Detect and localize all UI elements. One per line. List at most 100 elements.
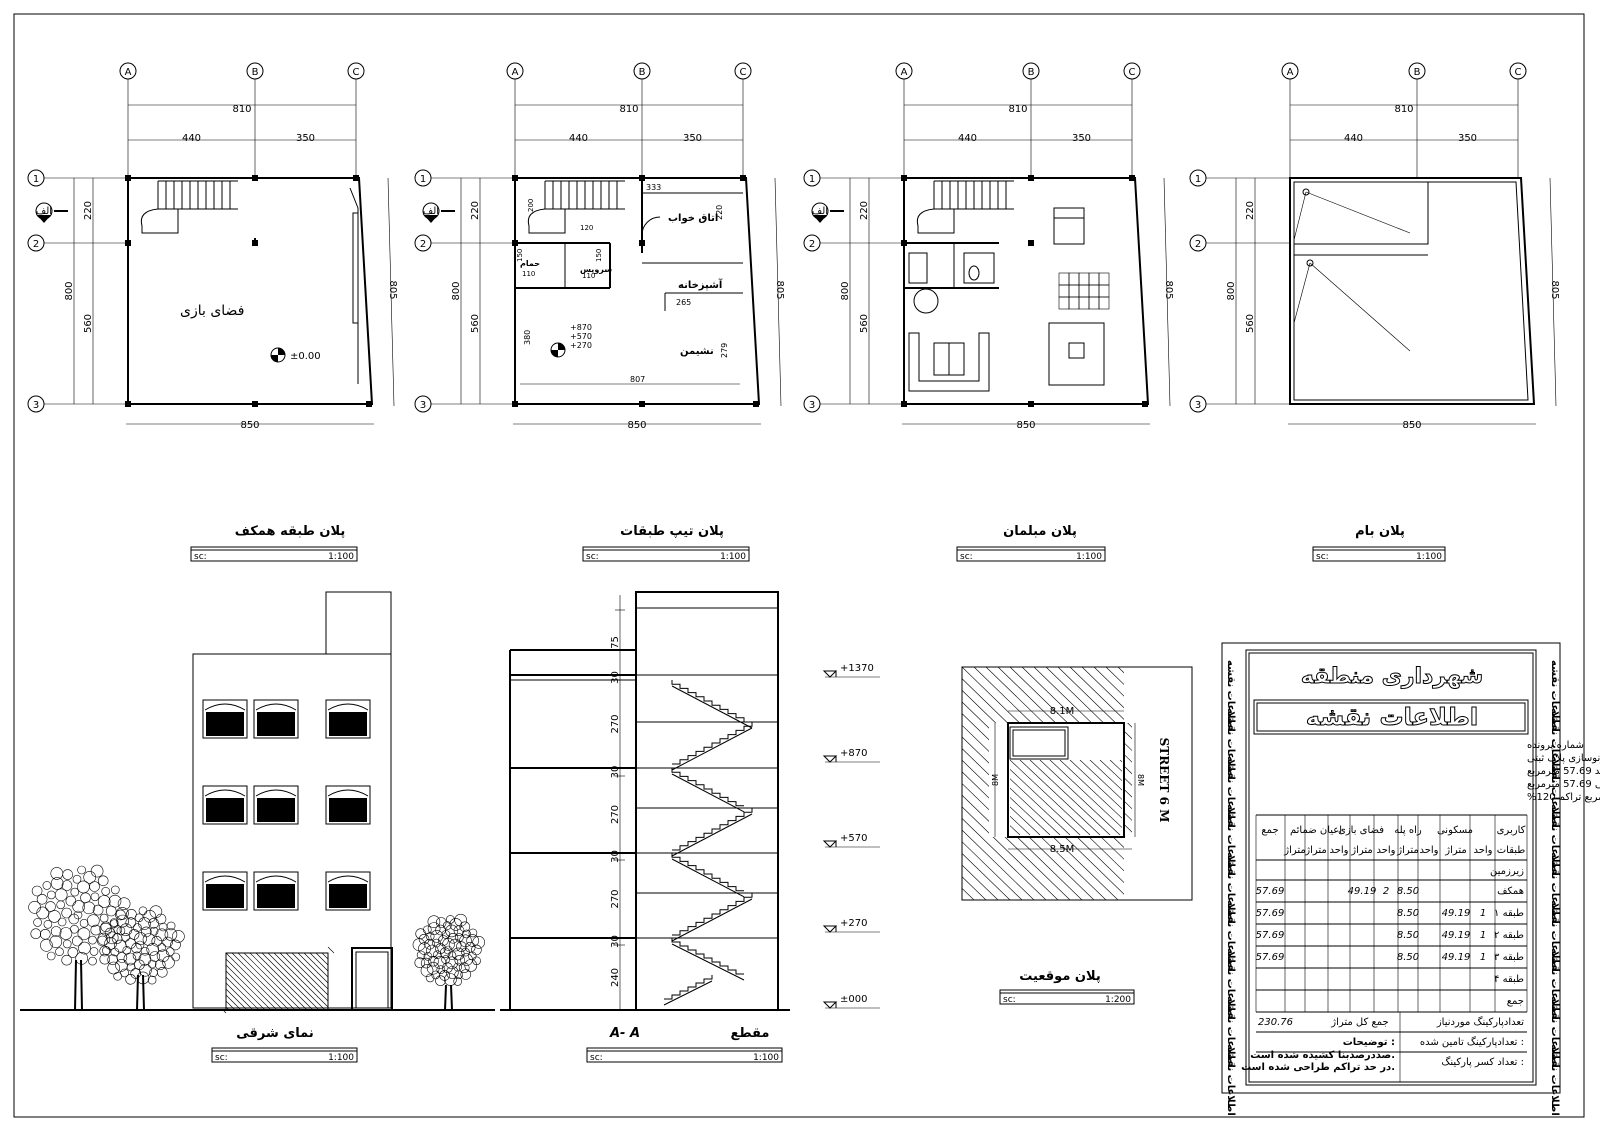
svg-text:49.19: 49.19 <box>1348 886 1377 897</box>
ground-room-label: فضای بازی <box>180 303 244 319</box>
svg-text:350: 350 <box>683 133 702 144</box>
svg-text:زیر بنای مورد تقاضا: زیر بنای مورد تقاضا مترمربع تراکم 120% <box>1527 792 1600 803</box>
svg-text:30: 30 <box>610 766 621 779</box>
svg-text:نوع پروانه مورد درخواست تخریب: نوع پروانه مورد درخواست تخریب ونوسازی پل… <box>1527 753 1600 764</box>
svg-text:زیر بنای موجود - مسا: زیر بنای موجود - مساحت اصلاحی 57.69 مترم… <box>1527 779 1600 790</box>
tree <box>412 913 486 1011</box>
svg-text:اطلاعات نقشه: اطلاعات نقشه <box>1549 948 1560 1020</box>
svg-text:طبقه ۴: طبقه ۴ <box>1494 974 1524 985</box>
svg-text:اطلاعات نقشه: اطلاعات نقشه <box>1549 708 1560 780</box>
svg-text:350: 350 <box>1072 133 1091 144</box>
svg-text:در حد تراکم طراحی شده است.: در حد تراکم طراحی شده است. <box>1241 1062 1395 1073</box>
dim-150b: 150 <box>595 249 603 262</box>
svg-text:810: 810 <box>1008 104 1027 115</box>
svg-text:850: 850 <box>1402 420 1421 431</box>
svg-text:اطلاعات نقشه: اطلاعات نقشه <box>1225 948 1236 1020</box>
svg-text:اطلاعات نقشه: اطلاعات نقشه <box>1225 996 1236 1068</box>
svg-text:49.19: 49.19 <box>1442 930 1471 941</box>
living-label: نشیمن <box>680 346 714 357</box>
svg-text:اطلاعات نقشه: اطلاعات نقشه <box>1549 660 1560 732</box>
svg-text:8.50: 8.50 <box>1397 952 1419 963</box>
svg-text:واحد: واحد <box>1419 845 1438 856</box>
svg-text:270: 270 <box>610 714 621 733</box>
level-marker: ±0.00 <box>270 347 321 363</box>
svg-text:800: 800 <box>840 281 851 300</box>
svg-text:220: 220 <box>859 201 870 220</box>
dim-265: 265 <box>676 298 691 307</box>
window <box>202 699 248 739</box>
svg-text:راه پله: راه پله <box>1394 825 1422 836</box>
svg-text:تعدادپارکینگ موردنیاز: تعدادپارکینگ موردنیاز <box>1436 1016 1524 1028</box>
svg-text:8.50: 8.50 <box>1397 886 1419 897</box>
svg-text:350: 350 <box>296 133 315 144</box>
typical-plan-title: پلان تیپ طبقات <box>620 524 724 539</box>
svg-text:2: 2 <box>1383 886 1389 897</box>
site-bottom-dim: 8.5M <box>1050 844 1075 855</box>
svg-text:+1370: +1370 <box>840 663 874 674</box>
typical-title-block: پلان تیپ طبقات sc: 1:100 <box>582 524 750 562</box>
svg-text:560: 560 <box>83 314 94 333</box>
svg-text:1: 1 <box>809 174 815 185</box>
typ-level-3: +270 <box>570 341 592 350</box>
svg-text:1:100: 1:100 <box>328 552 354 562</box>
svg-text:متراژ: متراژ <box>1283 845 1306 856</box>
svg-text:2: 2 <box>809 239 815 250</box>
svg-text:30: 30 <box>610 935 621 948</box>
svg-text:49.19: 49.19 <box>1442 952 1471 963</box>
svg-text:اطلاعات نقشه: اطلاعات نقشه <box>1549 996 1560 1068</box>
svg-text:1: 1 <box>420 174 426 185</box>
svg-text:اطلاعات نقشه: اطلاعات نقشه <box>1225 852 1236 924</box>
svg-text:49.19: 49.19 <box>1442 908 1471 919</box>
window <box>253 785 299 825</box>
svg-text:اطلاعات نقشه: اطلاعات نقشه <box>1549 1044 1560 1116</box>
svg-text:1:200: 1:200 <box>1105 995 1131 1005</box>
svg-text:C: C <box>1515 67 1522 78</box>
section-tag: A- A <box>609 1026 640 1041</box>
svg-text:sc:: sc: <box>1003 995 1016 1005</box>
furniture-plan-title: پلان مبلمان <box>1003 524 1077 539</box>
svg-text:1: 1 <box>1480 952 1486 963</box>
svg-text:متراژ: متراژ <box>1350 845 1373 856</box>
svg-text:sc:: sc: <box>586 552 599 562</box>
svg-text:350: 350 <box>1458 133 1477 144</box>
site-building <box>1007 722 1125 838</box>
svg-text:1:100: 1:100 <box>328 1053 354 1063</box>
svg-text:اطلاعات نقشه: اطلاعات نقشه <box>1549 900 1560 972</box>
svg-text:270: 270 <box>610 889 621 908</box>
svg-text:الف: الف <box>36 206 52 217</box>
svg-text:+270: +270 <box>840 918 867 929</box>
typical-level-marker: +870 +570 +270 <box>550 323 592 358</box>
svg-text:طبقه ۳: طبقه ۳ <box>1494 952 1524 963</box>
svg-text:800: 800 <box>1226 281 1237 300</box>
typ-level-1: +870 <box>570 323 592 332</box>
svg-text:متراژ: متراژ <box>1444 845 1467 856</box>
kitchen-label: آشپزخانه <box>678 278 723 291</box>
svg-text:واحد: واحد <box>1329 845 1348 856</box>
svg-text:57.69: 57.69 <box>1256 952 1285 963</box>
svg-text:30: 30 <box>610 671 621 684</box>
svg-text:800: 800 <box>451 281 462 300</box>
svg-text:2: 2 <box>33 239 39 250</box>
svg-text:440: 440 <box>1344 133 1363 144</box>
svg-text:B: B <box>639 67 646 78</box>
svg-text:sc:: sc: <box>215 1053 228 1063</box>
typ-level-2: +570 <box>570 332 592 341</box>
roof-plan-title: پلان بام <box>1355 524 1405 539</box>
svg-text:440: 440 <box>182 133 201 144</box>
svg-text:sc:: sc: <box>960 552 973 562</box>
window <box>325 699 371 739</box>
site-left-dim: 8M <box>991 774 1000 786</box>
svg-text:3: 3 <box>1195 400 1201 411</box>
svg-text:الف: الف <box>423 206 439 217</box>
svg-text:متراژ: متراژ <box>1304 845 1327 856</box>
svg-text:اطلاعات نقشه: اطلاعات نقشه <box>1225 804 1236 876</box>
ground-level-text: ±0.00 <box>290 351 321 362</box>
svg-text:850: 850 <box>1016 420 1035 431</box>
wc-label: سرویس <box>580 265 612 275</box>
svg-text:3: 3 <box>33 400 39 411</box>
svg-text:اطلاعات نقشه: اطلاعات نقشه <box>1549 804 1560 876</box>
svg-text:sc:: sc: <box>590 1053 603 1063</box>
dim-150a: 150 <box>516 249 524 262</box>
dim-279: 279 <box>720 343 729 358</box>
svg-text:810: 810 <box>619 104 638 115</box>
